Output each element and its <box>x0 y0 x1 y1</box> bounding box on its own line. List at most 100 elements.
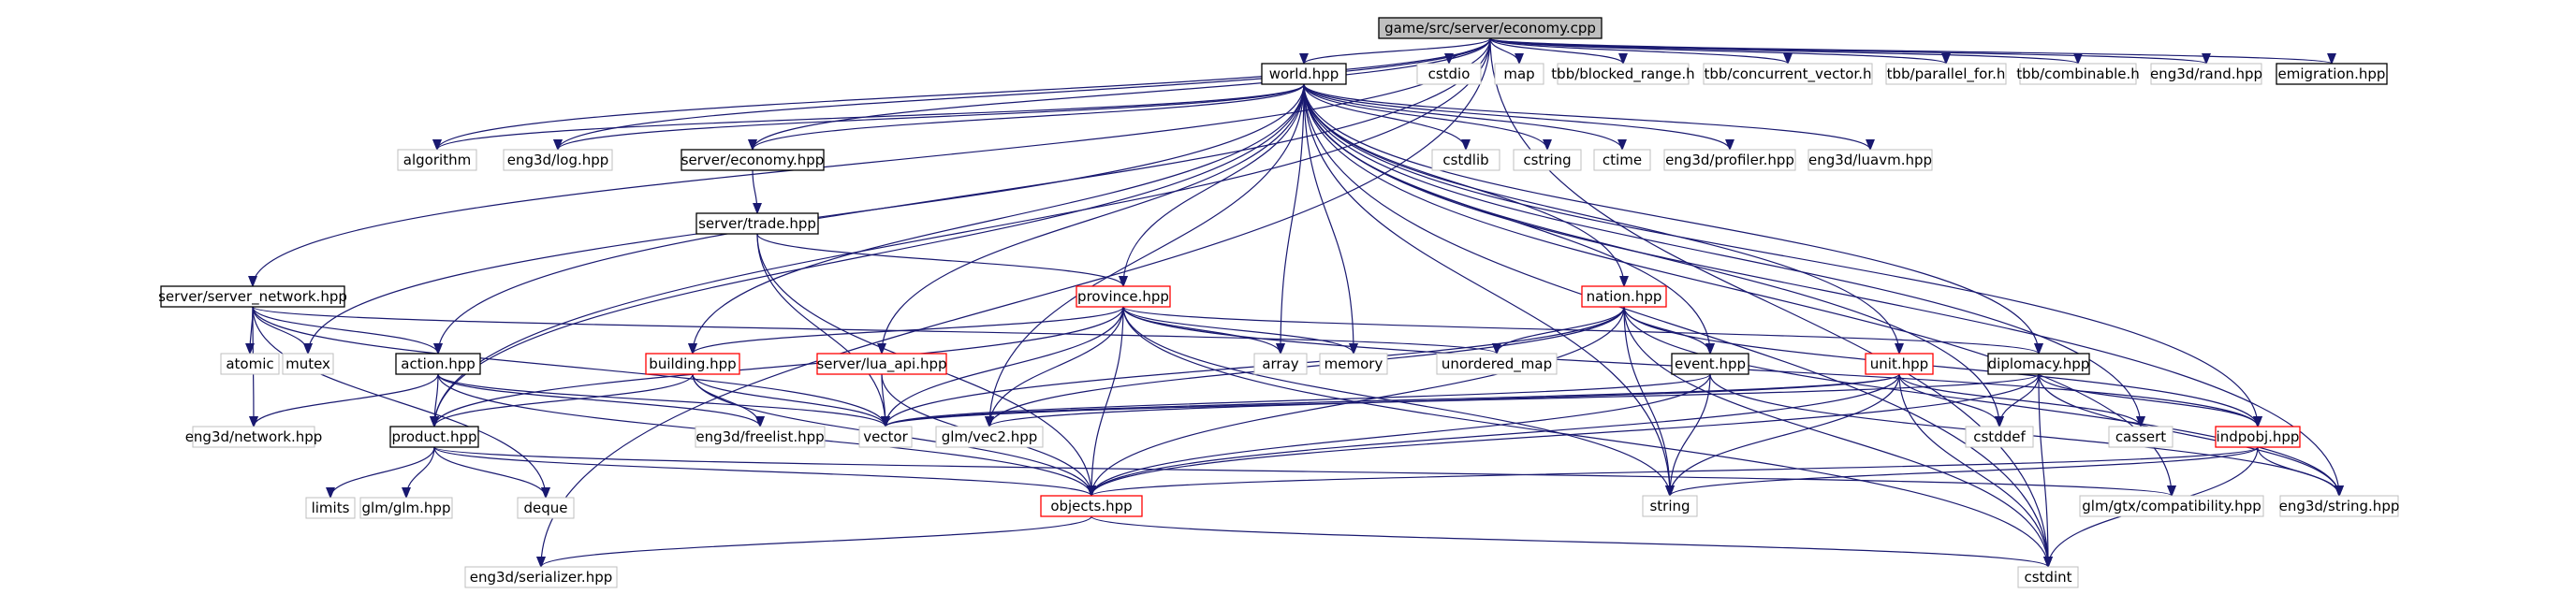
node-label: unit.hpp <box>1870 355 1928 372</box>
node-label: objects.hpp <box>1050 498 1132 514</box>
edge-province-to-vector <box>886 306 1124 427</box>
node-box <box>2079 495 2264 517</box>
node-cassert: cassert <box>2108 426 2174 448</box>
node-box <box>816 353 947 375</box>
node-tbb_parallel_for: tbb/parallel_for.h <box>1885 63 2007 85</box>
edge-province-to-glm_vec2 <box>989 306 1124 427</box>
node-label: eng3d/freelist.hpp <box>695 428 824 445</box>
node-limits: limits <box>305 497 356 519</box>
node-server_trade[interactable]: server/trade.hpp <box>695 212 819 235</box>
node-action[interactable]: action.hpp <box>395 353 481 375</box>
node-box <box>1642 495 1698 517</box>
edge-economy_cpp-to-map <box>1489 37 1519 65</box>
edge-world-to-ctime <box>1303 83 1622 151</box>
node-box <box>2108 426 2174 448</box>
edge-action-to-eng3d_freelist <box>437 373 760 427</box>
node-label: game/src/server/economy.cpp <box>1384 20 1596 36</box>
node-label: eng3d/luavm.hpp <box>1808 152 1932 168</box>
node-economy_cpp[interactable]: game/src/server/economy.cpp <box>1378 17 1603 39</box>
node-label: indpobj.hpp <box>2217 428 2300 445</box>
node-unordered_map: unordered_map <box>1436 353 1558 375</box>
edge-world-to-product <box>434 83 1305 427</box>
edge-nation-to-string <box>1623 306 1670 496</box>
edge-world-to-memory <box>1303 83 1354 354</box>
node-array: array <box>1253 353 1308 375</box>
node-label: limits <box>312 500 350 516</box>
node-building[interactable]: building.hpp <box>645 353 740 375</box>
node-box <box>858 426 913 448</box>
node-label: cassert <box>2115 428 2166 445</box>
node-province[interactable]: province.hpp <box>1076 285 1171 308</box>
node-box <box>695 212 819 235</box>
node-server_network[interactable]: server/server_network.hpp <box>158 285 347 308</box>
node-label: vector <box>863 428 908 445</box>
node-unit[interactable]: unit.hpp <box>1865 353 1934 375</box>
node-box <box>220 353 280 375</box>
node-box <box>1431 149 1500 171</box>
node-product[interactable]: product.hpp <box>389 426 479 448</box>
node-label: eng3d/serializer.hpp <box>470 569 613 586</box>
node-lua_api[interactable]: server/lua_api.hpp <box>816 353 947 375</box>
edge-world-to-unit <box>1303 83 1899 354</box>
edge-building-to-product <box>434 373 694 427</box>
edge-product-to-limits <box>330 446 435 499</box>
node-box <box>464 566 618 588</box>
node-server_economy[interactable]: server/economy.hpp <box>681 149 825 171</box>
edge-world-to-eng3d_log <box>558 83 1305 151</box>
node-atomic: atomic <box>220 353 280 375</box>
node-label: algorithm <box>403 152 471 168</box>
node-box <box>1965 426 2034 448</box>
node-box <box>1703 63 1873 85</box>
node-box <box>2276 63 2388 85</box>
node-box <box>2019 63 2137 85</box>
edge-product-to-glm_gtx_compat <box>433 446 2172 497</box>
node-world[interactable]: world.hpp <box>1261 63 1347 85</box>
node-box <box>517 497 575 519</box>
edge-economy_cpp-to-emigration <box>1489 37 2332 65</box>
edge-objects-to-cstdint <box>1090 515 2048 568</box>
node-objects[interactable]: objects.hpp <box>1040 495 1143 517</box>
node-diplomacy[interactable]: diplomacy.hpp <box>1987 353 2090 375</box>
node-label: glm/gtx/compatibility.hpp <box>2082 498 2261 514</box>
node-box <box>695 426 826 448</box>
edge-world-to-eng3d_profiler <box>1303 83 1730 151</box>
node-box <box>192 426 315 448</box>
edge-building-to-eng3d_freelist <box>692 373 760 427</box>
node-eng3d_rand: eng3d/rand.hpp <box>2150 63 2262 85</box>
node-emigration[interactable]: emigration.hpp <box>2276 63 2388 85</box>
edge-building-to-vector <box>692 373 886 427</box>
node-eng3d_serializer: eng3d/serializer.hpp <box>464 566 618 588</box>
edge-world-to-cstdlib <box>1303 83 1466 151</box>
node-box <box>1987 353 2090 375</box>
node-box <box>1671 353 1749 375</box>
node-label: emigration.hpp <box>2278 65 2386 82</box>
node-event[interactable]: event.hpp <box>1671 353 1749 375</box>
node-box <box>935 426 1044 448</box>
edge-product-to-deque <box>433 446 546 499</box>
node-box <box>1416 63 1482 85</box>
node-label: deque <box>523 500 567 516</box>
node-indpobj[interactable]: indpobj.hpp <box>2215 426 2301 448</box>
node-label: eng3d/rand.hpp <box>2150 65 2262 82</box>
node-label: nation.hpp <box>1587 288 1662 305</box>
edge-server_network-to-mutex <box>252 306 308 355</box>
edge-province-to-product <box>434 306 1124 427</box>
edge-economy_cpp-to-tbb_concurrent_vector <box>1489 37 1788 65</box>
edge-economy_cpp-to-product <box>434 37 1491 427</box>
edge-world-to-cassert <box>1303 83 2141 427</box>
node-nation[interactable]: nation.hpp <box>1581 285 1667 308</box>
node-cstdio: cstdio <box>1416 63 1482 85</box>
node-box <box>2150 63 2262 85</box>
node-box <box>1593 149 1651 171</box>
edge-economy_cpp-to-cstdint <box>1489 37 2048 567</box>
edge-world-to-algorithm <box>437 83 1305 151</box>
node-label: event.hpp <box>1675 355 1746 372</box>
node-eng3d_luavm: eng3d/luavm.hpp <box>1808 149 1933 171</box>
node-memory: memory <box>1319 353 1388 375</box>
edge-server_network-to-deque <box>252 306 546 498</box>
node-box <box>1261 63 1347 85</box>
edge-world-to-cstring <box>1303 83 1547 151</box>
edge-unit-to-cstddef <box>1898 373 1999 427</box>
edge-world-to-province <box>1123 83 1305 286</box>
